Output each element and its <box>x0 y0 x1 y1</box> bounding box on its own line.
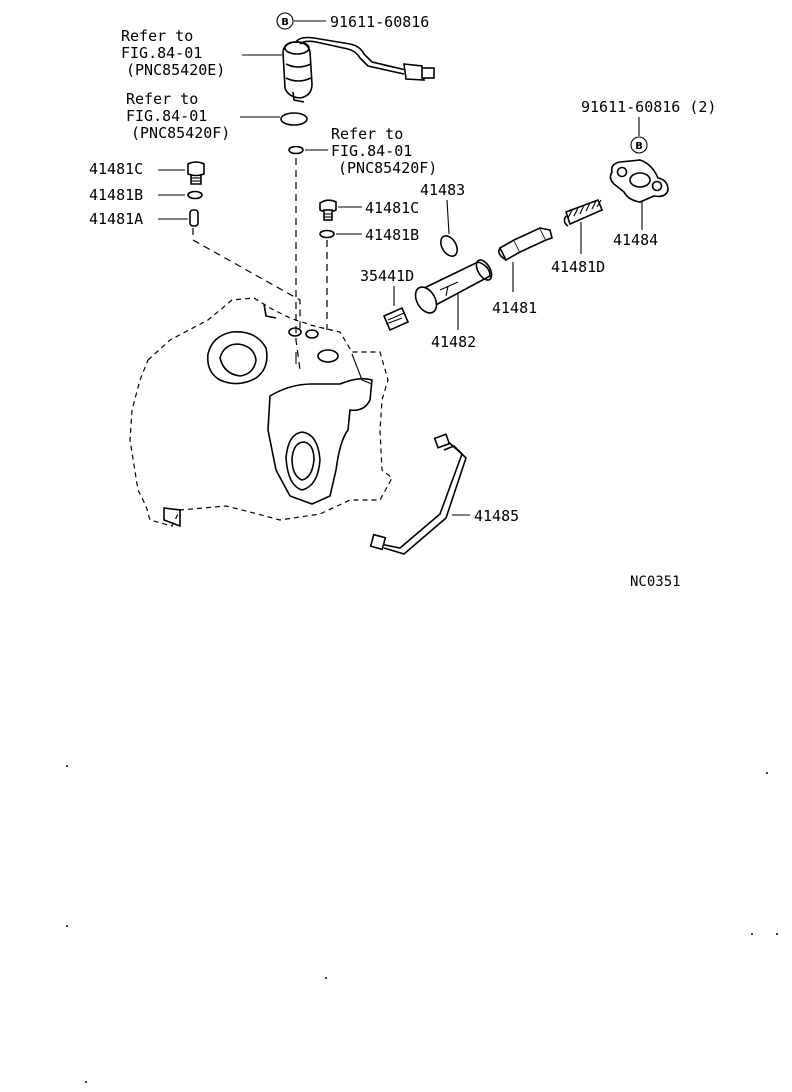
svg-text:35441D: 35441D <box>360 267 414 285</box>
scan-specks <box>66 765 778 1083</box>
assembly-line-center <box>295 158 301 371</box>
bolt-right-callout: 91611-60816 (2) B <box>581 98 716 154</box>
part-number-91611-right: 91611-60816 (2) <box>581 98 716 116</box>
drawing-code: NC0351 <box>630 574 681 590</box>
svg-text:(PNC85420F): (PNC85420F) <box>131 124 230 142</box>
svg-text:41481C: 41481C <box>365 199 419 217</box>
svg-text:41481D: 41481D <box>551 258 605 276</box>
bolt-top-callout: B 91611-60816 <box>276 12 429 31</box>
svg-text:(PNC85420F): (PNC85420F) <box>338 159 437 177</box>
svg-text:41483: 41483 <box>420 181 465 199</box>
part-41481-plunger: 41481 <box>492 226 553 317</box>
bolt-symbol-top: B <box>281 17 289 28</box>
part-41482-sleeve: 41482 <box>414 259 493 351</box>
transmission-case-icon <box>129 297 393 528</box>
part-41481C-mid: 41481C <box>319 199 419 221</box>
svg-text:41481A: 41481A <box>89 210 143 228</box>
part-41485-pipe: 41485 <box>369 433 519 555</box>
svg-text:FIG.84-01: FIG.84-01 <box>331 142 412 160</box>
part-41483: 41483 <box>420 181 465 257</box>
part-41481D-spring: 41481D <box>551 198 605 276</box>
refer-label-1: Refer to FIG.84-01 (PNC85420E) <box>121 27 282 79</box>
svg-text:Refer to: Refer to <box>121 27 193 45</box>
assembly-line-left <box>192 228 301 330</box>
svg-text:41485: 41485 <box>474 507 519 525</box>
refer-label-3: Refer to FIG.84-01 (PNC85420F) <box>305 125 437 177</box>
part-41481B-mid: 41481B <box>319 226 419 244</box>
svg-text:Refer to: Refer to <box>126 90 198 108</box>
refer-label-2: Refer to FIG.84-01 (PNC85420F) <box>126 90 280 142</box>
part-41481C-left: 41481C <box>89 160 205 185</box>
svg-text:41481C: 41481C <box>89 160 143 178</box>
part-number-91611-top: 91611-60816 <box>330 13 429 31</box>
part-35441D: 35441D <box>360 267 414 332</box>
svg-text:FIG.84-01: FIG.84-01 <box>126 107 207 125</box>
part-41484: 41484 <box>609 159 669 249</box>
o-ring-small-icon <box>288 145 304 155</box>
svg-text:(PNC85420E): (PNC85420E) <box>126 61 225 79</box>
svg-text:41484: 41484 <box>613 231 658 249</box>
svg-text:FIG.84-01: FIG.84-01 <box>121 44 202 62</box>
part-41481B-left: 41481B <box>89 186 203 204</box>
svg-text:41481B: 41481B <box>365 226 419 244</box>
o-ring-large-icon <box>280 112 308 126</box>
part-41481A: 41481A <box>89 209 199 228</box>
svg-text:B: B <box>635 141 643 152</box>
speed-sensor-icon <box>282 36 435 103</box>
svg-text:41482: 41482 <box>431 333 476 351</box>
svg-text:Refer to: Refer to <box>331 125 403 143</box>
svg-text:41481: 41481 <box>492 299 537 317</box>
svg-text:41481B: 41481B <box>89 186 143 204</box>
